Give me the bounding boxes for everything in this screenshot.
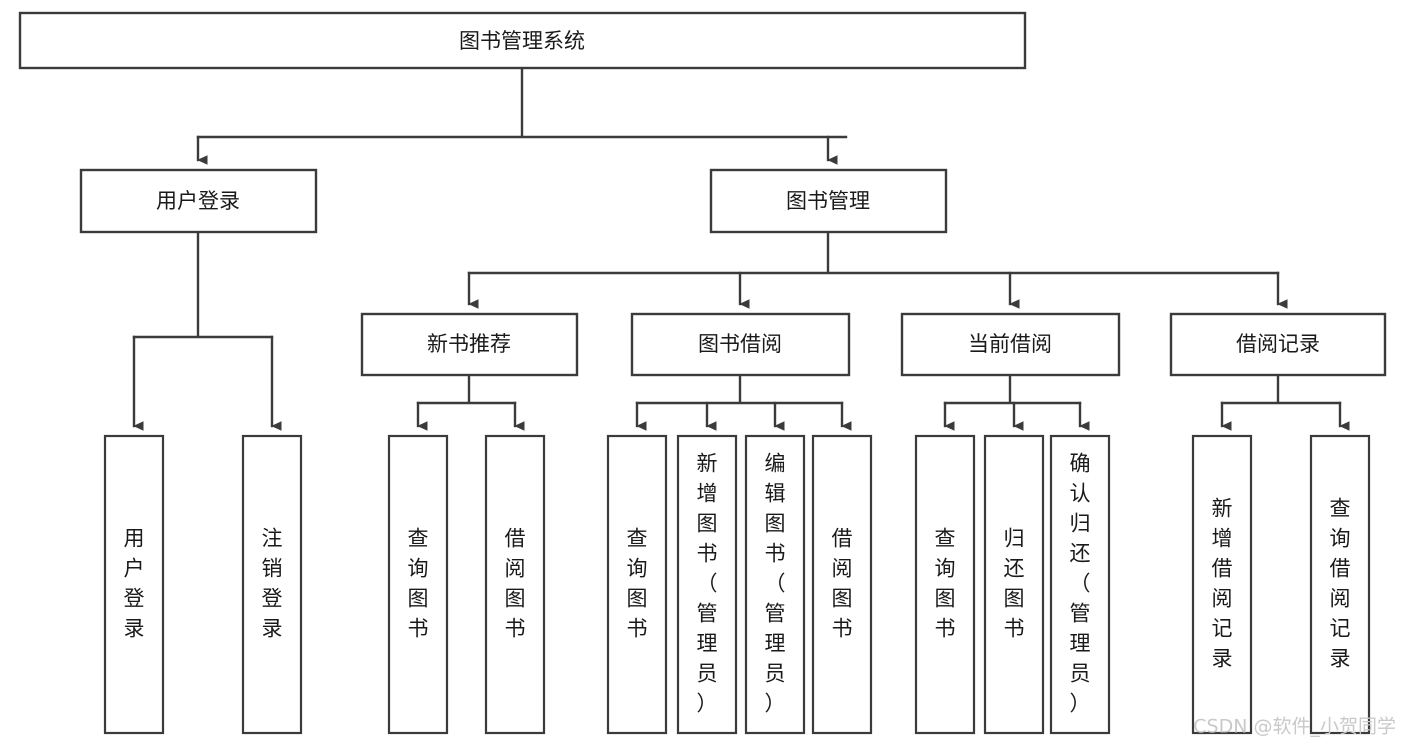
node-leaf-borrow-book-b[interactable]: 借阅图书 xyxy=(811,434,873,735)
node-leaf-query-book-a-box xyxy=(387,434,449,735)
node-leaf-add-book-label: 新增图书（管理员） xyxy=(697,452,718,716)
node-user-login[interactable]: 用户登录 xyxy=(79,168,318,234)
node-book-borrow-box xyxy=(630,312,851,377)
node-book-manage-label: 图书管理 xyxy=(786,189,870,213)
node-leaf-query-book-a-label: 查询图书 xyxy=(408,527,429,641)
node-leaf-query-book-b[interactable]: 查询图书 xyxy=(606,434,668,735)
node-leaf-borrow-book-a-label: 借阅图书 xyxy=(505,527,526,641)
node-book-borrow[interactable]: 图书借阅 xyxy=(630,312,851,377)
node-leaf-add-book-box xyxy=(676,434,738,735)
node-book-manage-box xyxy=(709,168,948,234)
node-leaf-user-login-box xyxy=(103,434,165,735)
node-root-label: 图书管理系统 xyxy=(459,29,585,53)
node-current-borrow-label: 当前借阅 xyxy=(968,332,1052,356)
node-current-borrow-box xyxy=(900,312,1121,377)
node-leaf-user-login-label: 用户登录 xyxy=(124,527,145,641)
node-leaf-add-record-box xyxy=(1191,434,1253,735)
edge-new-book-rec-bus xyxy=(416,373,517,405)
node-leaf-query-book-c[interactable]: 查询图书 xyxy=(914,434,976,735)
node-leaf-return-book-box xyxy=(983,434,1045,735)
edge-layer xyxy=(132,66,1350,431)
node-leaf-query-book-b-label: 查询图书 xyxy=(627,527,648,641)
csdn-watermark: CSDN @软件_小贺同学 xyxy=(1193,716,1396,738)
node-leaf-query-record-box xyxy=(1309,434,1371,735)
node-leaf-return-book-label: 归还图书 xyxy=(1004,527,1025,641)
node-book-borrow-label: 图书借阅 xyxy=(698,332,782,356)
edge-book-manage-bus xyxy=(467,230,1280,275)
node-leaf-query-record-label: 查询借阅记录 xyxy=(1330,497,1351,671)
node-leaf-add-book[interactable]: 新增图书（管理员） xyxy=(676,434,738,735)
node-borrow-record-box xyxy=(1169,312,1387,377)
edge-borrow-record-bus xyxy=(1220,373,1342,405)
node-leaf-confirm-return[interactable]: 确认归还（管理员） xyxy=(1049,434,1111,735)
node-borrow-record-label: 借阅记录 xyxy=(1236,332,1320,356)
node-root-box xyxy=(18,11,1027,70)
node-leaf-query-record[interactable]: 查询借阅记录 xyxy=(1309,434,1371,735)
node-user-login-label: 用户登录 xyxy=(156,189,240,213)
node-borrow-record[interactable]: 借阅记录 xyxy=(1169,312,1387,377)
node-book-manage[interactable]: 图书管理 xyxy=(709,168,948,234)
node-new-book-rec-label: 新书推荐 xyxy=(427,332,511,356)
node-leaf-query-book-a[interactable]: 查询图书 xyxy=(387,434,449,735)
node-leaf-add-record[interactable]: 新增借阅记录 xyxy=(1191,434,1253,735)
node-current-borrow[interactable]: 当前借阅 xyxy=(900,312,1121,377)
node-leaf-query-book-c-box xyxy=(914,434,976,735)
edge-book-borrow-bus xyxy=(635,373,844,405)
edge-user-login-bus xyxy=(132,230,274,339)
node-leaf-confirm-return-label: 确认归还（管理员） xyxy=(1070,452,1091,716)
node-leaf-edit-book-label: 编辑图书（管理员） xyxy=(765,452,786,716)
node-leaf-logout-box xyxy=(241,434,303,735)
node-leaf-query-book-c-label: 查询图书 xyxy=(935,527,956,641)
node-leaf-borrow-book-a-box xyxy=(484,434,546,735)
node-leaf-return-book[interactable]: 归还图书 xyxy=(983,434,1045,735)
node-leaf-query-book-b-box xyxy=(606,434,668,735)
node-leaf-logout[interactable]: 注销登录 xyxy=(241,434,303,735)
node-new-book-rec-box xyxy=(360,312,579,377)
edge-root-bus xyxy=(196,66,848,139)
node-leaf-borrow-book-b-label: 借阅图书 xyxy=(832,527,853,641)
node-leaf-user-login[interactable]: 用户登录 xyxy=(103,434,165,735)
node-leaf-borrow-book-b-box xyxy=(811,434,873,735)
node-leaf-confirm-return-box xyxy=(1049,434,1111,735)
node-leaf-borrow-book-a[interactable]: 借阅图书 xyxy=(484,434,546,735)
node-leaf-edit-book[interactable]: 编辑图书（管理员） xyxy=(744,434,806,735)
edge-current-borrow-bus xyxy=(943,373,1082,405)
node-leaf-add-record-label: 新增借阅记录 xyxy=(1212,497,1233,671)
node-root[interactable]: 图书管理系统 xyxy=(18,11,1027,70)
node-user-login-box xyxy=(79,168,318,234)
node-leaf-edit-book-box xyxy=(744,434,806,735)
node-leaf-logout-label: 注销登录 xyxy=(262,527,283,641)
node-new-book-rec[interactable]: 新书推荐 xyxy=(360,312,579,377)
